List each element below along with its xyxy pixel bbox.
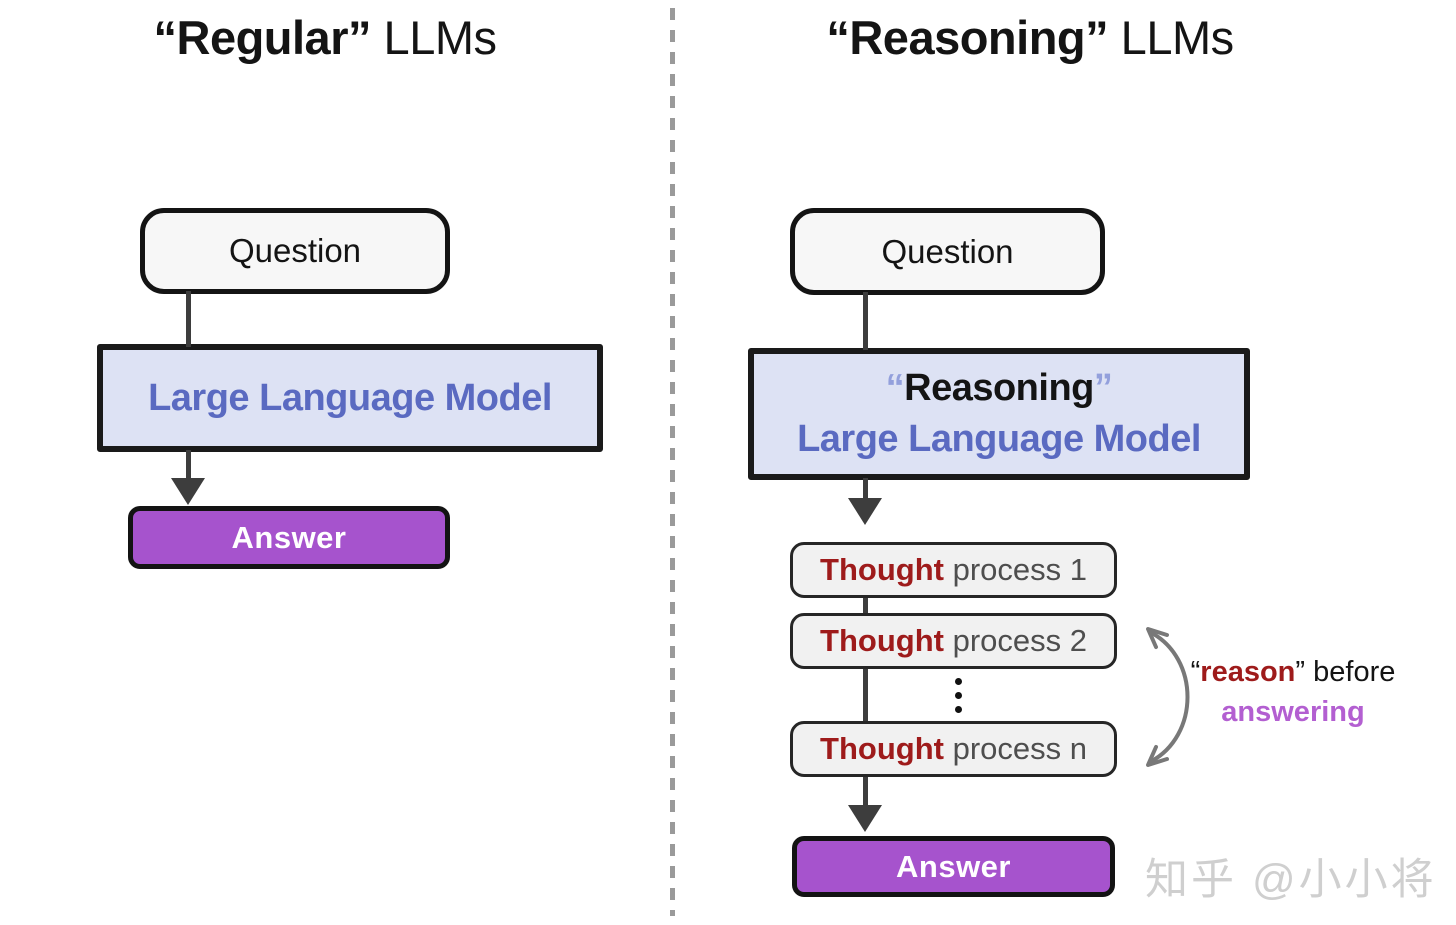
- left-llm-label: Large Language Model: [148, 376, 552, 419]
- left-arrow-down-icon: [171, 478, 205, 505]
- dashed-divider: [670, 8, 675, 916]
- left-connector-llm-answer: [186, 450, 191, 480]
- right-connector-t1-t2: [863, 595, 868, 615]
- annotation-line1: “reason” before: [1168, 652, 1418, 692]
- right-answer-box: Answer: [792, 836, 1115, 897]
- left-title-rest: LLMs: [371, 11, 497, 64]
- annotation-open-quote: “: [1190, 656, 1201, 688]
- left-question-label: Question: [228, 232, 362, 269]
- left-title-quoted: “Regular”: [153, 11, 372, 64]
- reason-before-answering-note: “reason” before answering: [1168, 652, 1418, 732]
- right-llm-line1: “Reasoning”: [886, 363, 1113, 413]
- thought-n-rest: process n: [943, 731, 1087, 766]
- left-llm-box: Large Language Model: [97, 344, 603, 452]
- right-question-label: Question: [881, 232, 1014, 270]
- thought-n-bold: Thought: [820, 731, 944, 766]
- right-connector-tn-answer: [863, 775, 868, 807]
- left-question-box: Question: [140, 208, 450, 294]
- right-llm-open-quote: “: [885, 367, 905, 409]
- right-connector-t2-tn: [863, 666, 868, 724]
- vertical-ellipsis-icon: [955, 678, 962, 713]
- thought-1-rest: process 1: [943, 552, 1087, 587]
- left-answer-label: Answer: [231, 519, 347, 555]
- annotation-before: before: [1305, 656, 1396, 688]
- annotation-answering: answering: [1221, 696, 1365, 728]
- annotation-reason: reason: [1200, 656, 1296, 688]
- thought-process-2-box: Thought process 2: [790, 613, 1117, 669]
- right-connector-question-llm: [863, 292, 868, 350]
- thought-process-1-box: Thought process 1: [790, 542, 1117, 598]
- right-arrow-down-icon-2: [848, 805, 882, 832]
- thought-2-rest: process 2: [943, 623, 1087, 658]
- right-llm-line1-text: Reasoning: [904, 367, 1094, 409]
- thought-2-bold: Thought: [820, 623, 944, 658]
- annotation-close-quote: ”: [1295, 656, 1306, 688]
- thought-process-n-box: Thought process n: [790, 721, 1117, 777]
- left-connector-question-llm: [186, 291, 191, 347]
- right-llm-box: “Reasoning” Large Language Model: [748, 348, 1250, 480]
- left-answer-box: Answer: [128, 506, 450, 569]
- right-title-quoted: “Reasoning”: [826, 11, 1109, 64]
- thought-1-bold: Thought: [820, 552, 944, 587]
- right-title-rest: LLMs: [1108, 11, 1234, 64]
- curved-double-arrow-icon: [1146, 627, 1190, 767]
- right-title: “Reasoning” LLMs: [770, 10, 1290, 65]
- right-llm-close-quote: ”: [1093, 367, 1113, 409]
- right-llm-line2: Large Language Model: [797, 418, 1201, 460]
- right-connector-llm-thoughts: [863, 478, 868, 500]
- left-title: “Regular” LLMs: [60, 10, 590, 65]
- right-arrow-down-icon-1: [848, 498, 882, 525]
- right-answer-label: Answer: [896, 848, 1011, 884]
- watermark: 知乎 @小小将: [1145, 856, 1437, 904]
- right-question-box: Question: [790, 208, 1105, 295]
